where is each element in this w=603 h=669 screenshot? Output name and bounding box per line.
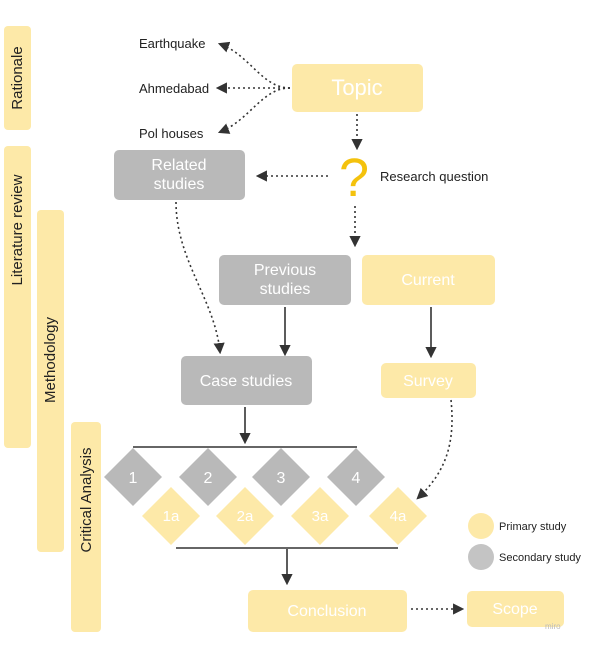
diamond-4-label: 4 (352, 470, 361, 487)
branch-pol-houses: Pol houses (139, 126, 204, 141)
diamond-1a-label: 1a (163, 508, 180, 525)
research-question-label: Research question (380, 169, 488, 184)
legend-secondary-swatch (468, 544, 494, 570)
legend: Primary study Secondary study (468, 513, 581, 570)
diamond-2a-label: 2a (237, 508, 254, 525)
conclusion-node[interactable]: Conclusion (248, 590, 407, 632)
survey-node[interactable]: Survey (381, 363, 476, 398)
case-studies-node[interactable]: Case studies (181, 356, 312, 405)
arrow-related-case (175, 201, 225, 355)
band-critical-analysis: Critical Analysis (71, 422, 101, 632)
diamond-3a-label: 3a (312, 508, 329, 525)
arrow-topic-earthquake (217, 41, 291, 89)
legend-primary-label: Primary study (499, 521, 567, 533)
band-critical-analysis-label: Critical Analysis (78, 447, 95, 552)
diamond-3-label: 3 (277, 470, 286, 487)
legend-secondary-label: Secondary study (499, 552, 581, 564)
question-mark-icon: ? (339, 148, 369, 208)
legend-primary-swatch (468, 513, 494, 539)
diamond-1a[interactable]: 1a (142, 487, 200, 545)
band-methodology: Methodology (37, 210, 64, 552)
arrow-survey-4a (416, 399, 453, 500)
scope-label: Scope (492, 601, 537, 618)
diamond-2a[interactable]: 2a (216, 487, 274, 545)
diamond-4a-label: 4a (390, 508, 407, 525)
diamond-1[interactable]: 1 (104, 448, 162, 506)
diamond-3a[interactable]: 3a (291, 487, 349, 545)
diamond-2[interactable]: 2 (179, 448, 237, 506)
diamond-3[interactable]: 3 (252, 448, 310, 506)
case-studies-label: Case studies (200, 373, 293, 390)
branch-earthquake: Earthquake (139, 36, 206, 51)
watermark: miro (545, 622, 561, 631)
diamond-1-label: 1 (129, 470, 138, 487)
band-rationale: Rationale (4, 26, 31, 130)
diamond-4a[interactable]: 4a (369, 487, 427, 545)
band-methodology-label: Methodology (42, 317, 59, 403)
band-literature-review-label: Literature review (9, 174, 26, 285)
current-label: Current (401, 272, 455, 289)
branch-ahmedabad: Ahmedabad (139, 81, 209, 96)
diamond-4[interactable]: 4 (327, 448, 385, 506)
diamond-2-label: 2 (204, 470, 213, 487)
topic-node[interactable]: Topic (292, 64, 423, 112)
scope-node[interactable]: Scope (467, 591, 564, 627)
band-rationale-label: Rationale (9, 46, 26, 109)
topic-label: Topic (331, 75, 382, 100)
current-node[interactable]: Current (362, 255, 495, 305)
survey-label: Survey (403, 373, 453, 390)
arrow-topic-polhouses (217, 87, 291, 134)
band-literature-review: Literature review (4, 146, 31, 448)
conclusion-label: Conclusion (287, 603, 366, 620)
